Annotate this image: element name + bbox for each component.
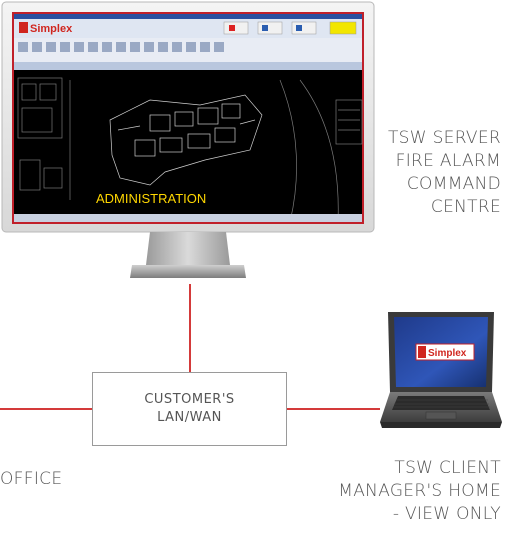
client-label: TSW CLIENT MANAGER'S HOME - VIEW ONLY	[290, 457, 501, 526]
server-label-line4: CENTRE	[430, 197, 501, 217]
network-box-line2: LAN/WAN	[157, 410, 222, 425]
connector-monitor-to-lan	[189, 284, 191, 373]
server-label-line2: FIRE ALARM	[395, 151, 501, 171]
left-label: OFFICE	[0, 468, 62, 491]
client-label-line3: - VIEW ONLY	[392, 504, 501, 524]
server-label: TSW SERVER FIRE ALARM COMMAND CENTRE	[340, 127, 501, 219]
connector-lan-to-laptop	[287, 408, 380, 410]
laptop-logo-text: Simplex	[428, 348, 467, 359]
left-label-text: OFFICE	[0, 469, 63, 489]
server-label-line3: COMMAND	[406, 174, 501, 194]
client-label-line1: TSW CLIENT	[394, 458, 501, 478]
client-label-line2: MANAGER'S HOME	[338, 481, 501, 501]
monitor: Simplex ADMINISTRAT	[0, 0, 380, 290]
network-box-line1: CUSTOMER'S	[144, 392, 235, 407]
connector-lan-to-left	[0, 408, 92, 410]
laptop-illustration: Simplex	[380, 312, 502, 428]
floorplan-caption: ADMINISTRATION	[96, 191, 206, 206]
app-logo-text: Simplex	[30, 23, 73, 35]
laptop: Simplex	[376, 310, 507, 440]
server-label-line1: TSW SERVER	[388, 128, 501, 148]
monitor-illustration: Simplex ADMINISTRAT	[1, 1, 375, 278]
network-box: CUSTOMER'S LAN/WAN	[92, 372, 287, 446]
